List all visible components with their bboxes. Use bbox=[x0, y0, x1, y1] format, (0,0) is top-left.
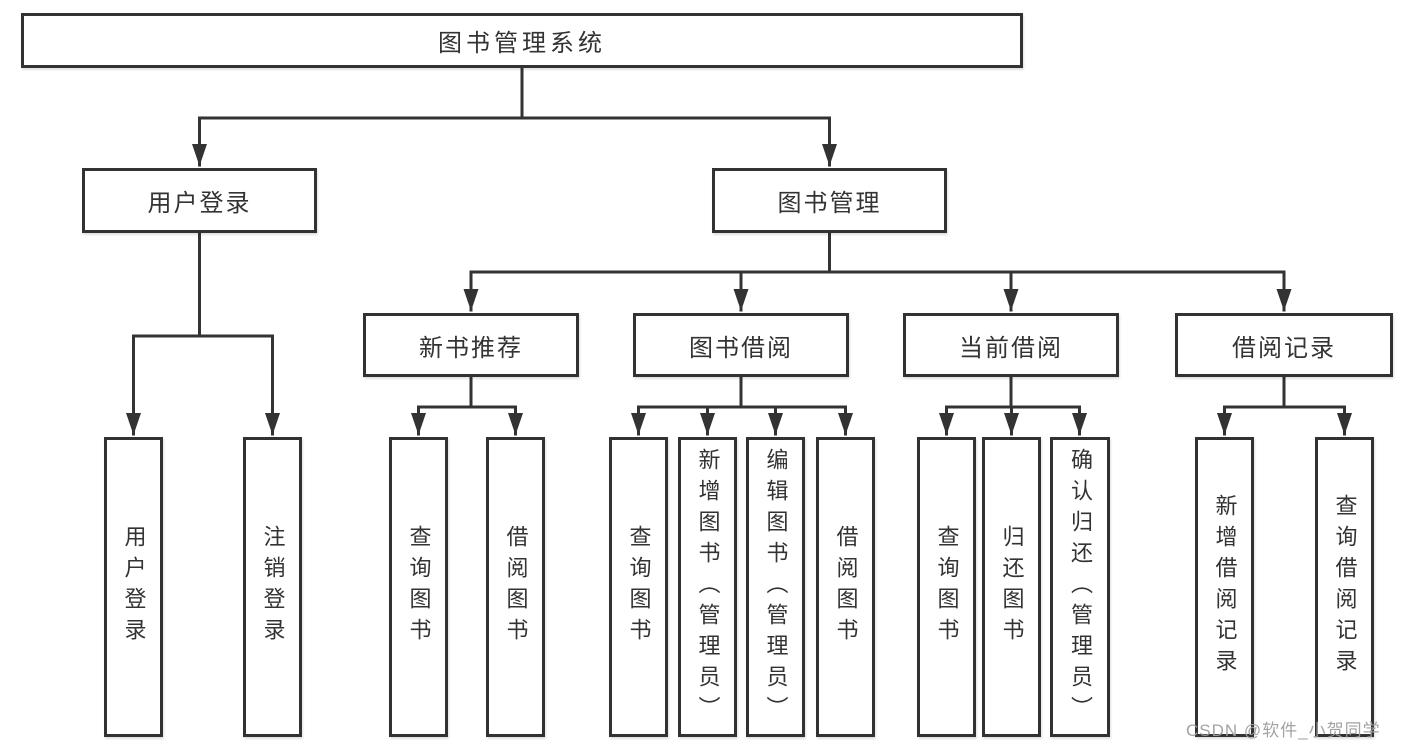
node-label: 查询图书 bbox=[934, 525, 960, 649]
node-label: 用户登录 bbox=[121, 525, 147, 649]
node-label: 用户登录 bbox=[147, 190, 252, 217]
node-label: 新增图书（管理员） bbox=[695, 447, 721, 727]
node-label: 借阅图书 bbox=[503, 525, 529, 649]
leaf-user-login: 用户登录 bbox=[104, 437, 163, 737]
leaf-edit-books-admin: 编辑图书（管理员） bbox=[746, 437, 805, 737]
node-label: 当前借阅 bbox=[959, 334, 1063, 362]
node-label: 图书借阅 bbox=[689, 334, 793, 362]
leaf-query-borrow-record: 查询借阅记录 bbox=[1315, 437, 1374, 737]
node-label: 借阅图书 bbox=[833, 525, 859, 649]
leaf-borrow-books-1: 借阅图书 bbox=[486, 437, 545, 737]
leaf-add-books-admin: 新增图书（管理员） bbox=[678, 437, 737, 737]
leaf-add-borrow-record: 新增借阅记录 bbox=[1195, 437, 1254, 737]
node-label: 查询图书 bbox=[626, 525, 652, 649]
node-label: 借阅记录 bbox=[1232, 334, 1336, 362]
node-book-management: 图书管理 bbox=[712, 168, 947, 233]
node-book-borrowing: 图书借阅 bbox=[633, 313, 849, 377]
node-label: 新增借阅记录 bbox=[1212, 494, 1238, 680]
node-label: 归还图书 bbox=[999, 525, 1025, 649]
node-label: 图书管理 bbox=[777, 190, 882, 217]
leaf-query-books-3: 查询图书 bbox=[917, 437, 976, 737]
node-label: 图书管理系统 bbox=[438, 30, 606, 57]
node-root-library-management-system: 图书管理系统 bbox=[21, 13, 1023, 68]
node-label: 确认归还（管理员） bbox=[1068, 447, 1093, 727]
leaf-query-books-1: 查询图书 bbox=[389, 437, 448, 737]
node-user-login: 用户登录 bbox=[82, 168, 317, 233]
node-label: 查询借阅记录 bbox=[1332, 494, 1358, 680]
node-label: 新书推荐 bbox=[419, 334, 523, 362]
csdn-watermark: CSDN @软件_小贺同学 bbox=[1186, 721, 1381, 740]
leaf-borrow-books-2: 借阅图书 bbox=[816, 437, 875, 737]
leaf-return-books: 归还图书 bbox=[982, 437, 1041, 737]
node-label: 注销登录 bbox=[260, 525, 286, 649]
node-label: 查询图书 bbox=[406, 525, 432, 649]
node-label: 编辑图书（管理员） bbox=[763, 447, 789, 727]
leaf-confirm-return-admin: 确认归还（管理员） bbox=[1050, 437, 1110, 737]
node-borrowing-records: 借阅记录 bbox=[1175, 313, 1393, 377]
node-current-borrowing: 当前借阅 bbox=[903, 313, 1119, 377]
leaf-query-books-2: 查询图书 bbox=[609, 437, 668, 737]
leaf-logout: 注销登录 bbox=[243, 437, 302, 737]
node-new-book-recommend: 新书推荐 bbox=[363, 313, 579, 377]
